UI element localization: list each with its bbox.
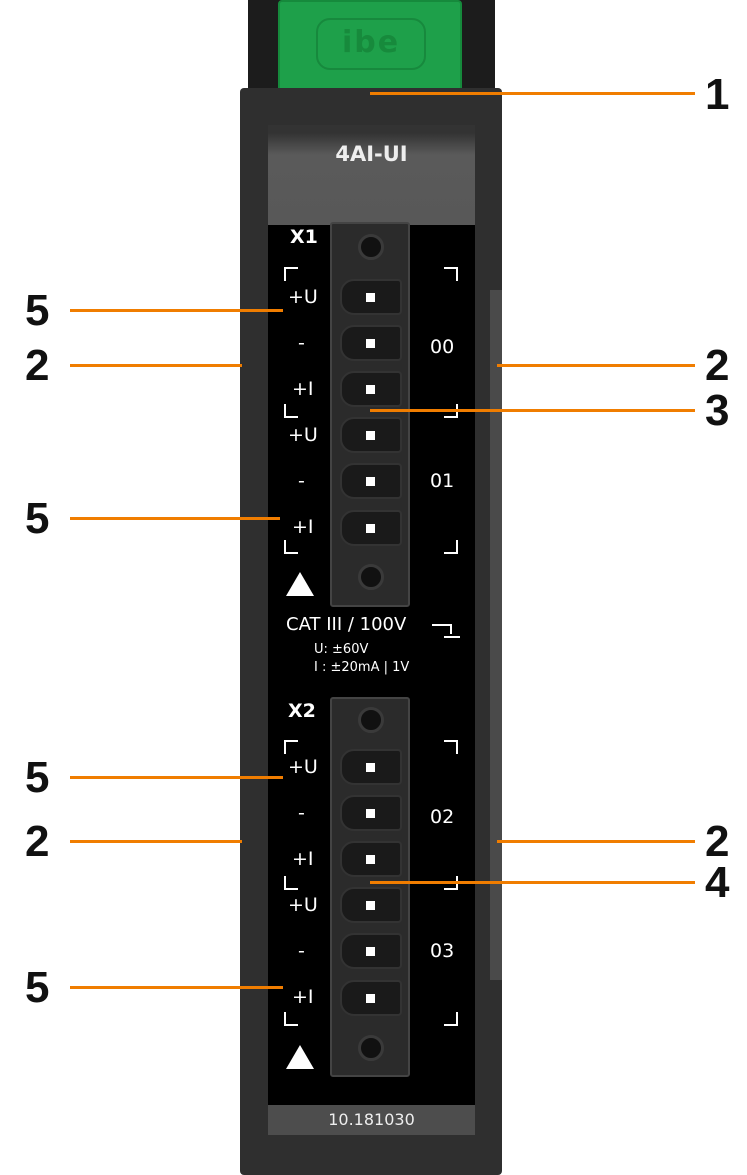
callout-number-5: 5 — [25, 286, 50, 335]
callout-line-5 — [70, 776, 283, 779]
signal-label: +U — [288, 424, 318, 446]
screw-icon — [358, 564, 384, 590]
signal-label: - — [298, 332, 305, 354]
top-panel — [268, 125, 475, 225]
connector-x1[interactable] — [330, 222, 410, 607]
callout-line-5 — [70, 517, 280, 520]
current-range: I : ±20mA | 1V — [314, 660, 410, 675]
callout-number-2: 2 — [705, 341, 730, 390]
screw-icon — [358, 1035, 384, 1061]
screw-icon — [358, 707, 384, 733]
callout-line-2 — [70, 364, 242, 367]
terminal-pin[interactable] — [340, 279, 402, 315]
signal-label: +U — [288, 894, 318, 916]
rating-label: CAT III / 100V — [286, 614, 407, 635]
callout-line-5 — [70, 309, 283, 312]
connector-x2[interactable] — [330, 697, 410, 1077]
callout-number-2: 2 — [25, 341, 50, 390]
callout-line-4 — [370, 881, 695, 884]
channel-label: 03 — [430, 940, 455, 962]
terminal-pin[interactable] — [340, 795, 402, 831]
signal-label: +I — [292, 516, 314, 538]
signal-label: +I — [292, 986, 314, 1008]
side-rail — [490, 290, 502, 980]
terminal-pin[interactable] — [340, 325, 402, 361]
channel-label: 01 — [430, 470, 455, 492]
callout-number-3: 3 — [705, 386, 730, 435]
signal-label: - — [298, 940, 305, 962]
callout-line-5 — [70, 986, 283, 989]
x2-label: X2 — [288, 700, 316, 722]
logo: ibe — [316, 18, 426, 70]
callout-number-4: 4 — [705, 858, 730, 907]
voltage-range: U: ±60V — [314, 642, 369, 657]
terminal-pin[interactable] — [340, 371, 402, 407]
callout-number-5: 5 — [25, 963, 50, 1012]
green-cover-cap: ibe — [278, 0, 462, 92]
signal-label: - — [298, 470, 305, 492]
callout-number-2: 2 — [25, 817, 50, 866]
callout-line-2 — [70, 840, 242, 843]
terminal-pin[interactable] — [340, 510, 402, 546]
callout-line-1 — [370, 92, 695, 95]
callout-number-5: 5 — [25, 494, 50, 543]
warning-icon — [286, 572, 314, 596]
terminal-pin[interactable] — [340, 417, 402, 453]
warning-icon — [286, 1045, 314, 1069]
signal-label: - — [298, 802, 305, 824]
screw-icon — [358, 234, 384, 260]
x1-label: X1 — [290, 226, 318, 248]
serial-number: 10.181030 — [328, 1110, 415, 1129]
ground-icon — [432, 624, 452, 634]
module-title: 4AI-UI — [335, 142, 408, 166]
signal-label: +U — [288, 756, 318, 778]
callout-number-1: 1 — [705, 70, 730, 119]
bottom-panel — [268, 1105, 475, 1135]
channel-label: 00 — [430, 336, 455, 358]
callout-number-5: 5 — [25, 753, 50, 802]
signal-label: +U — [288, 286, 318, 308]
signal-label: +I — [292, 848, 314, 870]
callout-line-3 — [370, 409, 695, 412]
terminal-pin[interactable] — [340, 887, 402, 923]
terminal-pin[interactable] — [340, 749, 402, 785]
terminal-pin[interactable] — [340, 933, 402, 969]
callout-line-2 — [497, 364, 695, 367]
terminal-pin[interactable] — [340, 841, 402, 877]
callout-line-2 — [497, 840, 695, 843]
terminal-pin[interactable] — [340, 463, 402, 499]
signal-label: +I — [292, 378, 314, 400]
channel-label: 02 — [430, 806, 455, 828]
terminal-pin[interactable] — [340, 980, 402, 1016]
callout-number-2: 2 — [705, 817, 730, 866]
